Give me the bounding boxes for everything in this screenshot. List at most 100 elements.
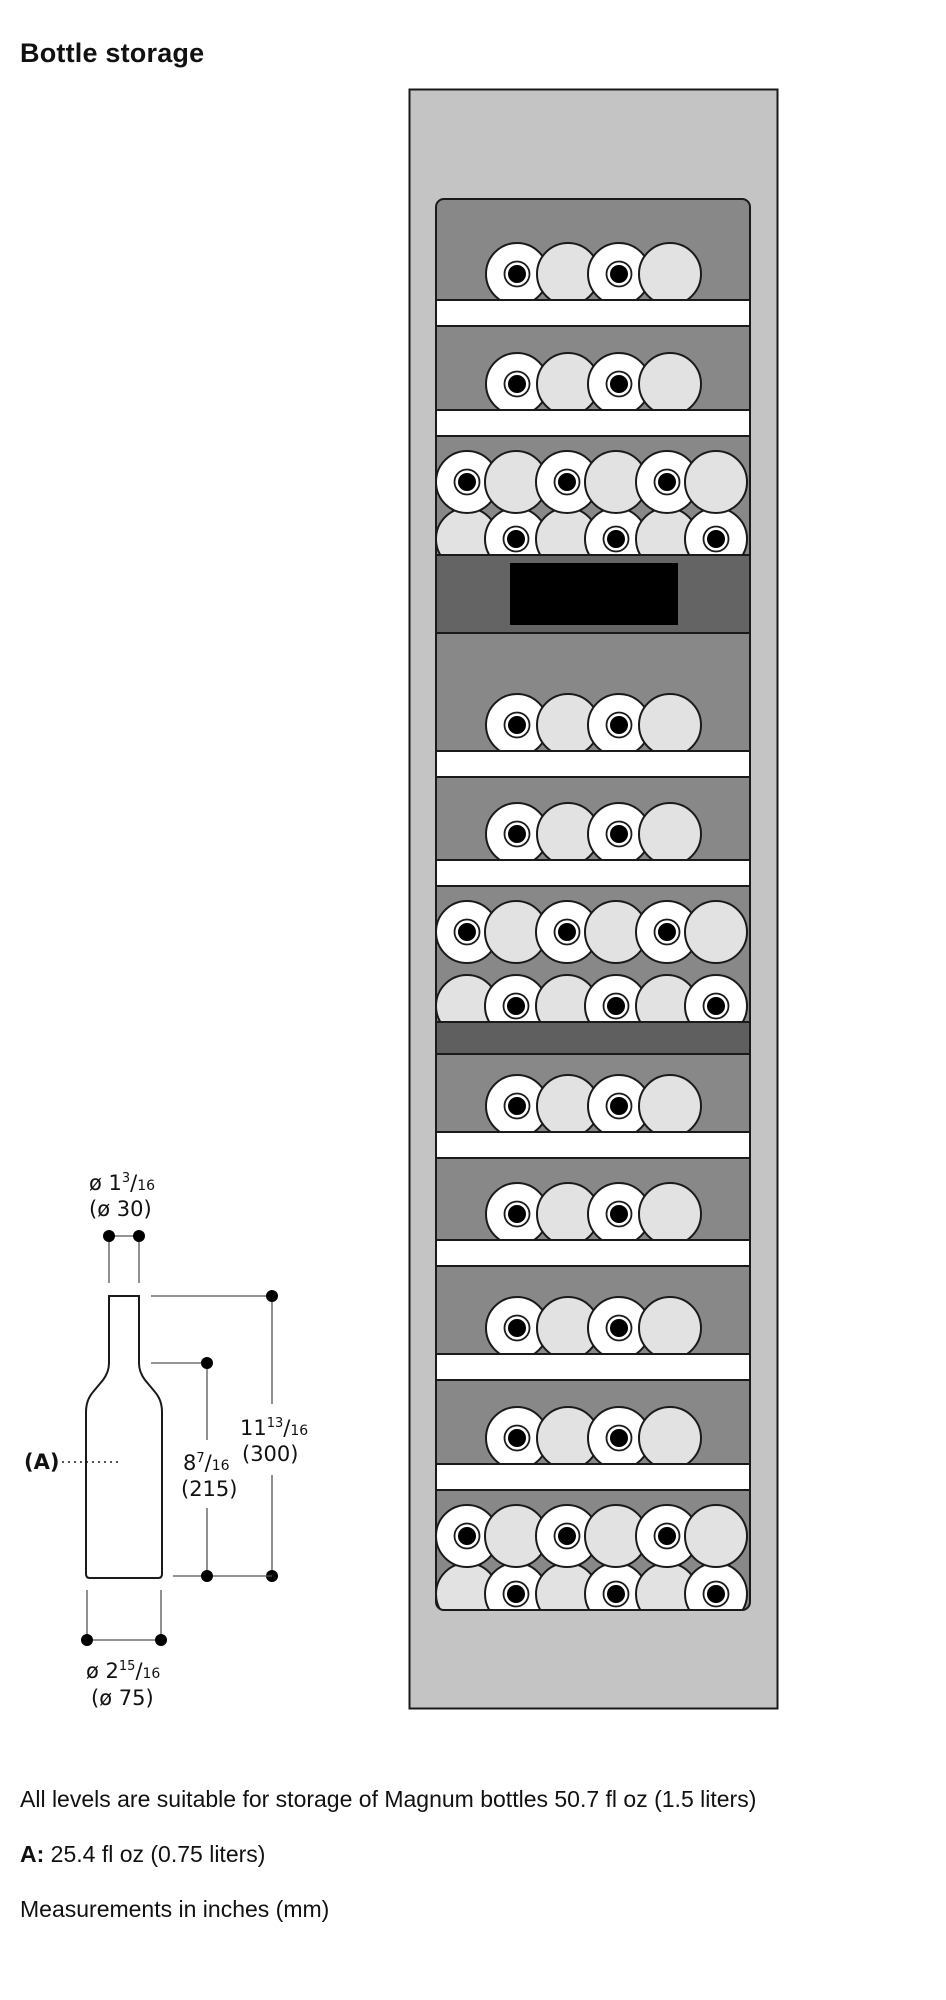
svg-text:1113/16: 1113/16 <box>240 1416 308 1440</box>
bottle-neck-end <box>587 1406 651 1470</box>
bottle-neck-end <box>587 242 651 306</box>
note-magnum: All levels are suitable for storage of M… <box>20 1786 757 1812</box>
svg-text:ø 215/16: ø 215/16 <box>86 1659 160 1683</box>
dim-point <box>155 1634 167 1646</box>
svg-text:ø 13/16: ø 13/16 <box>89 1171 155 1195</box>
bottle-neck-end <box>587 1074 651 1138</box>
level-13-double <box>436 1489 750 1610</box>
bottle-neck <box>558 1527 576 1545</box>
bottle-neck <box>508 375 526 393</box>
bottle-base-end <box>638 693 702 757</box>
bottle-neck <box>508 825 526 843</box>
bottle-neck <box>707 997 725 1015</box>
bottle-base-end <box>684 900 748 964</box>
bottle-circle <box>638 1074 702 1138</box>
neck-diameter-label: ø 13/16 (ø 30) <box>89 1171 155 1221</box>
dim-mm: (ø 30) <box>89 1197 152 1221</box>
wine-cabinet <box>408 88 779 1710</box>
bottle-base-end <box>638 1182 702 1246</box>
bottle-dimension-drawing <box>62 1230 278 1646</box>
dim-point <box>201 1357 213 1369</box>
level-12-single <box>436 1379 750 1491</box>
level-5-single <box>436 632 750 778</box>
bottle-neck-end <box>436 900 499 964</box>
bottle-neck-end <box>635 900 699 964</box>
bottle-neck <box>707 530 725 548</box>
bottle-neck-end <box>587 1296 651 1360</box>
shelf-rail <box>436 1131 750 1159</box>
bottle-neck <box>508 1319 526 1337</box>
dim-point <box>266 1290 278 1302</box>
bottle-neck-end <box>587 1182 651 1246</box>
bottle-neck-end <box>535 900 599 964</box>
shelf-rail <box>436 299 750 327</box>
level-1-single <box>436 199 750 327</box>
bottle-neck <box>707 1585 725 1603</box>
bottle-neck <box>658 473 676 491</box>
bottle-circle <box>638 693 702 757</box>
bottle-base-end <box>638 1406 702 1470</box>
level-2-single <box>436 325 750 437</box>
note-units: Measurements in inches (mm) <box>20 1896 330 1922</box>
page-title: Bottle storage <box>20 38 205 68</box>
bottle-base-end <box>638 1074 702 1138</box>
bottle-neck-end <box>535 450 599 514</box>
bottle-base-end <box>638 352 702 416</box>
dim-point <box>81 1634 93 1646</box>
level-3-double <box>436 435 750 571</box>
shelf-rail <box>436 1239 750 1267</box>
dim-point <box>201 1570 213 1582</box>
control-display <box>510 563 678 625</box>
bottle-neck <box>508 716 526 734</box>
cabinet-interior <box>436 199 750 1610</box>
dim-point <box>103 1230 115 1242</box>
bottle-circle <box>638 1296 702 1360</box>
bottle-neck <box>458 1527 476 1545</box>
note-a-label: A: <box>20 1841 45 1867</box>
bottle-base-end <box>684 450 748 514</box>
bottle-neck <box>610 1429 628 1447</box>
bottle-neck-end <box>485 352 549 416</box>
bottle-neck <box>458 473 476 491</box>
bottle-circle <box>638 352 702 416</box>
dim-mm: (215) <box>181 1477 237 1501</box>
bottle-base-end <box>638 1296 702 1360</box>
bottle-neck <box>508 1097 526 1115</box>
bottle-base-end <box>638 802 702 866</box>
bottle-neck-end <box>436 1504 499 1568</box>
bottle-neck <box>610 1205 628 1223</box>
svg-text:87/16: 87/16 <box>183 1451 230 1475</box>
bottle-neck <box>508 265 526 283</box>
bottle-neck <box>610 1319 628 1337</box>
notes: All levels are suitable for storage of M… <box>20 1788 756 1953</box>
bottle-circle <box>684 1504 748 1568</box>
shelf-rail <box>436 1463 750 1491</box>
bottle-neck-end <box>485 693 549 757</box>
bottle-neck <box>610 375 628 393</box>
bottle-neck-end <box>485 1296 549 1360</box>
total-height-label: 1113/16 (300) <box>240 1416 308 1466</box>
bottle-circle <box>638 1406 702 1470</box>
bottle-neck-end <box>587 802 651 866</box>
bottle-circle <box>684 900 748 964</box>
note-bottle-a: A: 25.4 fl oz (0.75 liters) <box>20 1843 756 1868</box>
level-6-single <box>436 776 750 887</box>
bottle-circle <box>684 450 748 514</box>
bottle-circle <box>638 1182 702 1246</box>
level-8-divider <box>436 1021 750 1055</box>
note-a-value: 25.4 fl oz (0.75 liters) <box>50 1841 266 1867</box>
shelf-rail <box>436 859 750 887</box>
bottle-neck-end <box>535 1504 599 1568</box>
bottle-neck <box>658 1527 676 1545</box>
level-11-single <box>436 1265 750 1381</box>
bottle-neck-end <box>485 1182 549 1246</box>
bottle-neck <box>507 530 525 548</box>
shelf-rail <box>436 750 750 778</box>
bottle-neck <box>610 265 628 283</box>
shelf-rail <box>436 1353 750 1381</box>
bottle-circle <box>638 242 702 306</box>
label-a: (A) <box>24 1450 59 1474</box>
bottle-neck <box>507 1585 525 1603</box>
bottle-neck-end <box>587 352 651 416</box>
